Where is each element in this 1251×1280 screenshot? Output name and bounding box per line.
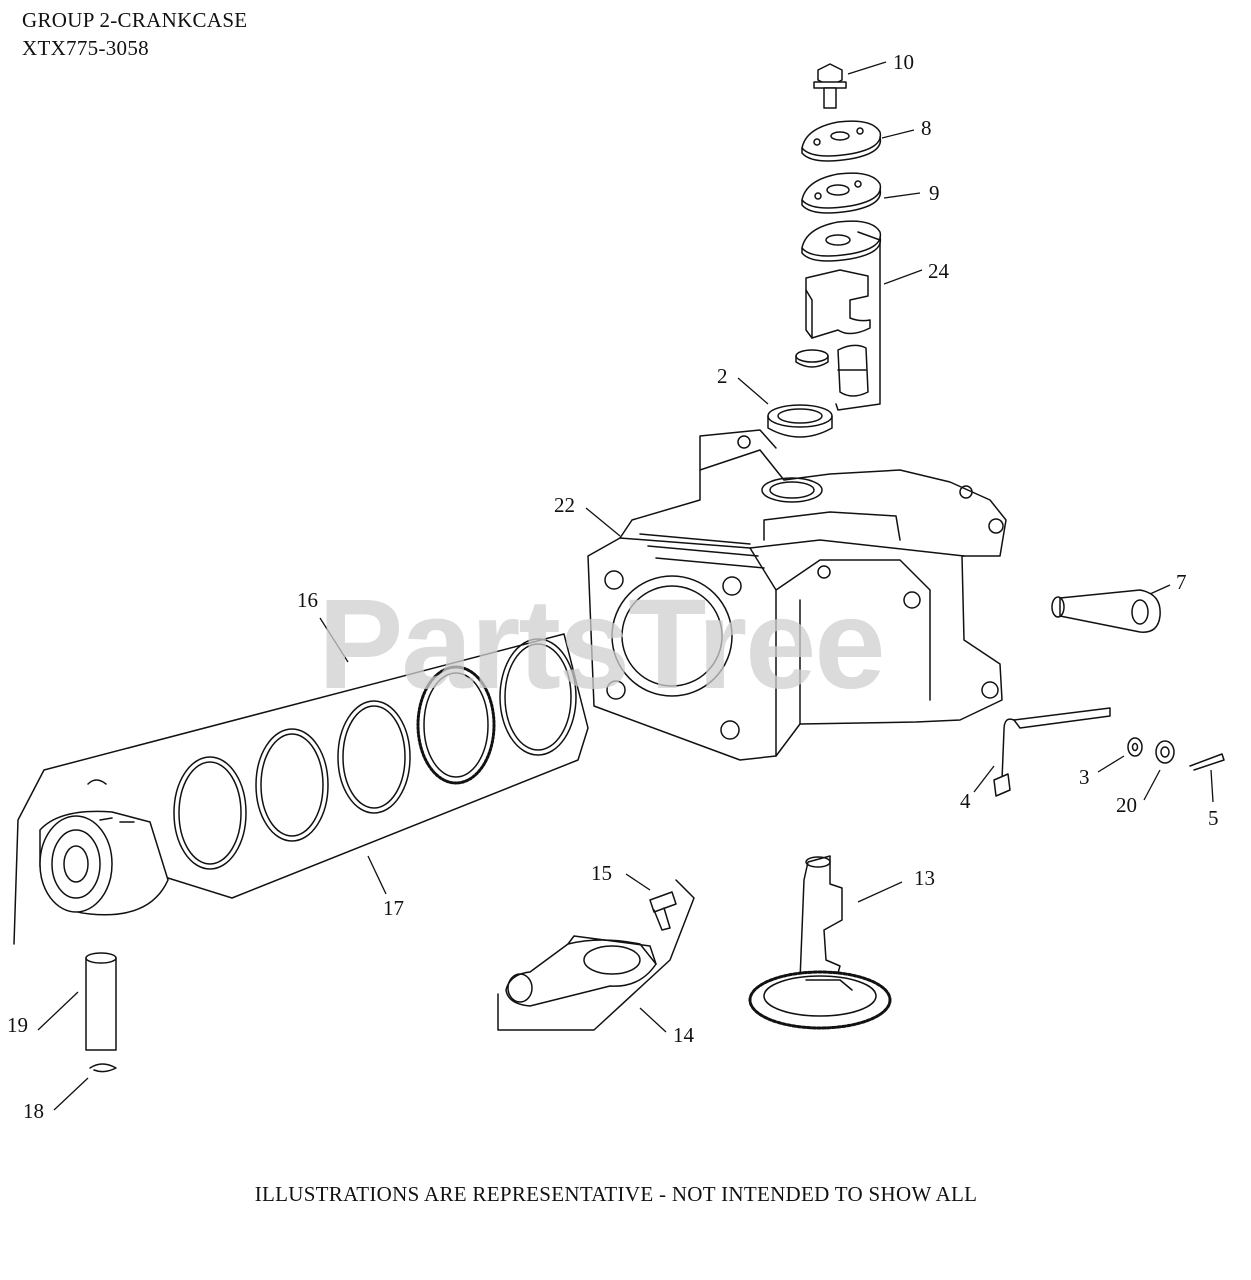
callout-16[interactable]: 16 [297,588,318,612]
part-4-governor-shaft[interactable] [993,707,1111,797]
part-15-bolt[interactable] [649,891,677,931]
disclaimer-footer: ILLUSTRATIONS ARE REPRESENTATIVE - NOT I… [254,1182,978,1206]
part-10-bolt[interactable] [813,63,847,109]
watermark: PartsTree [318,573,884,716]
callout-14-bracket [497,879,695,1031]
part-8-plate[interactable] [801,120,882,162]
callout-5[interactable]: 5 [1208,806,1219,830]
callout-15[interactable]: 15 [591,861,612,885]
diagram-title: GROUP 2-CRANKCASE [22,8,248,32]
callout-14[interactable]: 14 [673,1023,695,1047]
part-7-breather-tube[interactable] [1051,589,1161,633]
callout-24[interactable]: 24 [928,259,950,283]
part-20-seal[interactable] [1155,740,1175,764]
part-9-plate[interactable] [801,172,882,214]
callout-10[interactable]: 10 [893,50,914,74]
callout-9[interactable]: 9 [929,181,940,205]
callout-16-bracket [13,633,589,945]
callout-18[interactable]: 18 [23,1099,44,1123]
callout-4[interactable]: 4 [960,789,971,813]
part-14-connecting-rod[interactable] [505,935,657,1007]
piston[interactable] [39,779,169,916]
part-2-oil-seal[interactable] [767,404,833,438]
part-19-piston-pin[interactable] [85,952,117,1051]
callout-22[interactable]: 22 [554,493,575,517]
part-18-retainer[interactable] [89,1063,117,1073]
callout-20[interactable]: 20 [1116,793,1137,817]
callout-13[interactable]: 13 [914,866,935,890]
callout-3[interactable]: 3 [1079,765,1090,789]
model-number: XTX775-3058 [22,36,149,60]
callout-8[interactable]: 8 [921,116,932,140]
callout-19[interactable]: 19 [7,1013,28,1037]
part-24-governor-assembly[interactable] [795,220,882,411]
callout-7[interactable]: 7 [1176,570,1187,594]
part-3-washer[interactable] [1127,737,1143,757]
part-17-piston-rings[interactable] [173,638,577,870]
part-13-camshaft[interactable] [748,855,892,1030]
callout-2[interactable]: 2 [717,364,728,388]
part-22-crankcase[interactable] [587,429,1007,761]
callout-17[interactable]: 17 [383,896,404,920]
part-5-clip[interactable] [1189,753,1225,771]
